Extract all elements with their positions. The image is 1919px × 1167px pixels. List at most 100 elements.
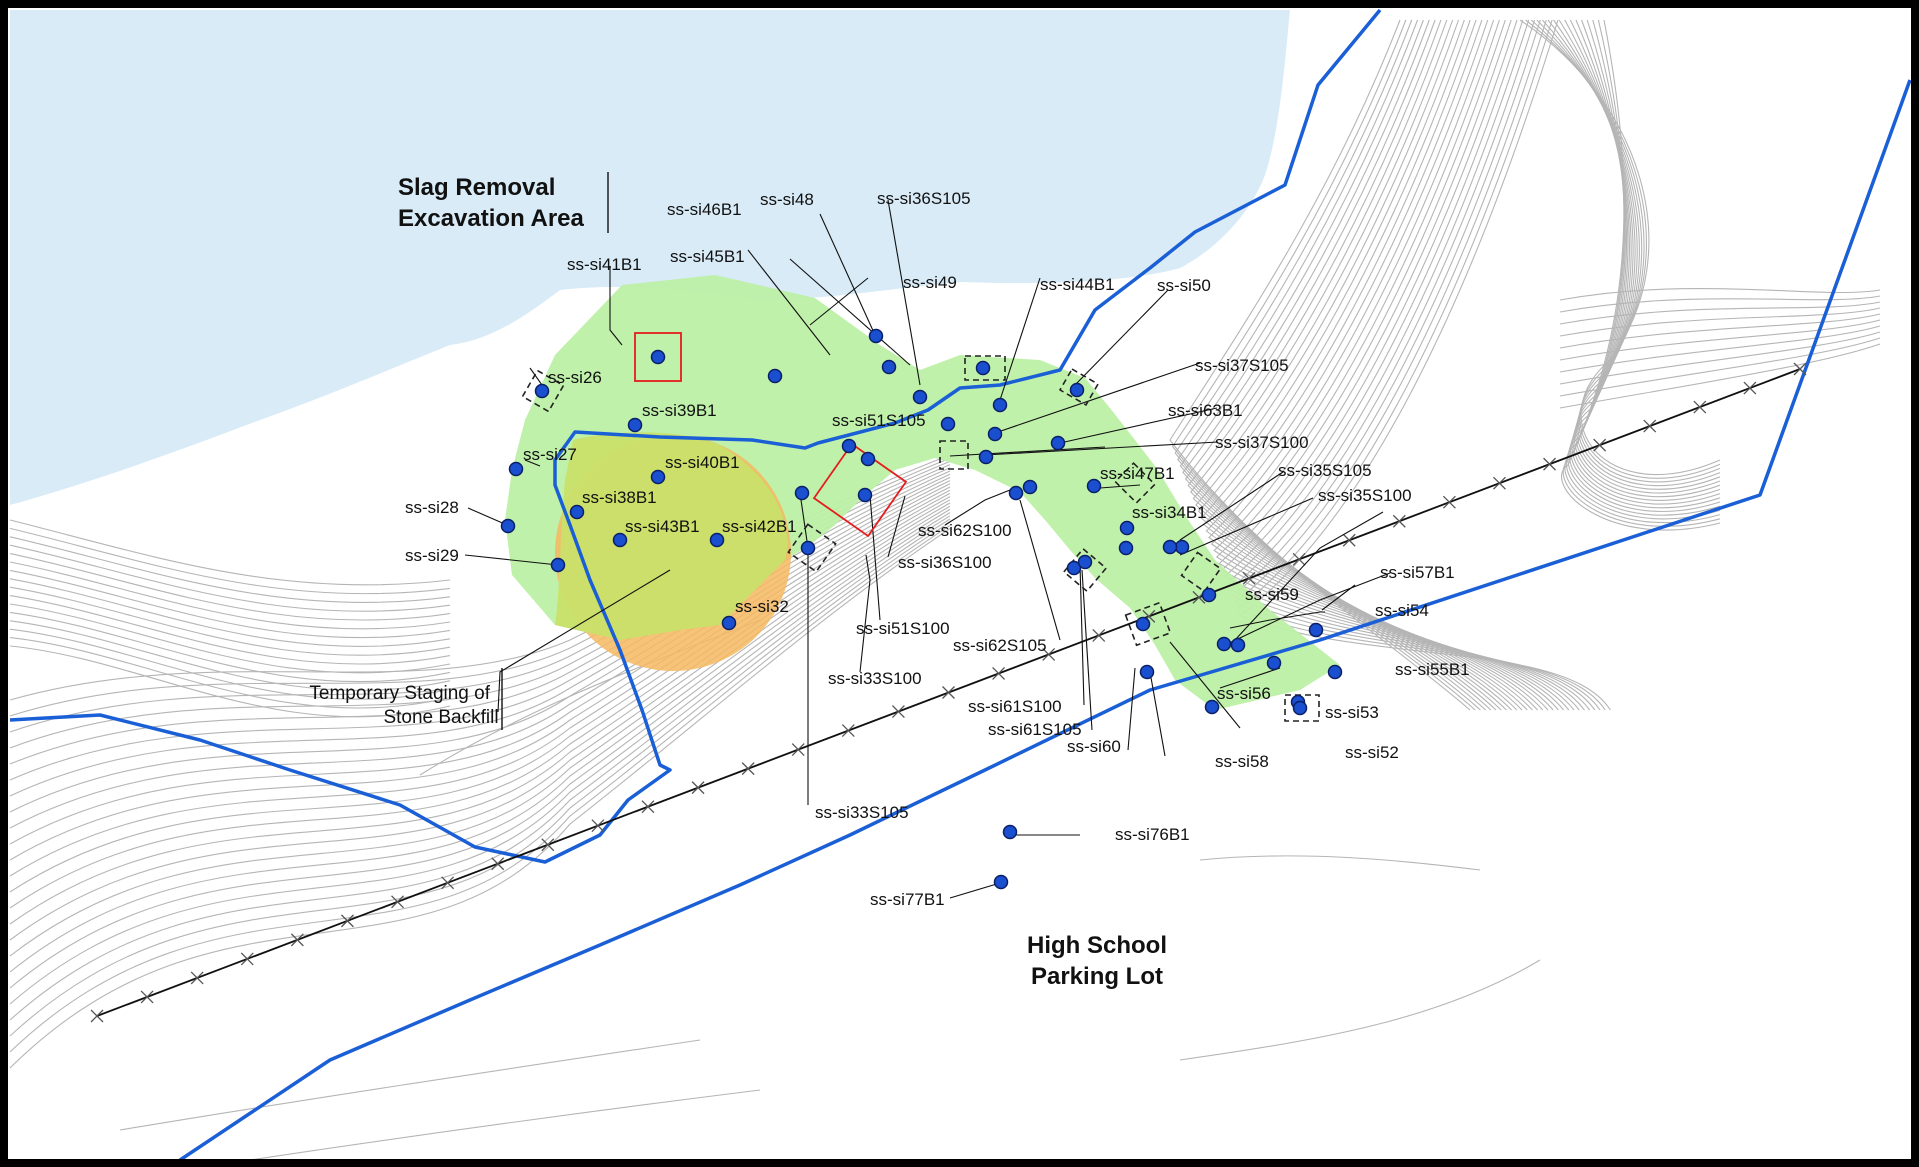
contour-line bbox=[9, 499, 951, 925]
sample-point-marker bbox=[508, 461, 524, 477]
label-ss-si77B1: ss-si77B1 bbox=[870, 890, 945, 909]
contour-line bbox=[1190, 19, 1512, 711]
contour-line bbox=[1559, 325, 1881, 373]
sample-labels: ss-si41B1 ss-si45B1 ss-si46B1 ss-si48 ss… bbox=[405, 189, 1470, 909]
contour-line bbox=[1177, 19, 1486, 711]
property-boundary bbox=[9, 8, 1912, 1162]
label-ss-si39B1: ss-si39B1 bbox=[642, 401, 717, 420]
sample-point-marker bbox=[1118, 540, 1134, 556]
label-ss-si35S105: ss-si35S105 bbox=[1278, 461, 1372, 480]
contour-line bbox=[1179, 959, 1541, 1061]
rail-tick bbox=[942, 686, 955, 699]
parking-lot-title-line1: High School bbox=[1027, 932, 1167, 959]
staging-title-line1: Temporary Staging of bbox=[309, 683, 490, 704]
sample-point-marker bbox=[1135, 616, 1151, 632]
rail-tick bbox=[491, 857, 505, 871]
sample-point-marker bbox=[1216, 636, 1232, 652]
rail-tick bbox=[541, 838, 555, 852]
rail-tick bbox=[441, 876, 455, 890]
rail-tick bbox=[1292, 552, 1306, 566]
rail-tick bbox=[1593, 438, 1607, 452]
label-ss-si34B1: ss-si34B1 bbox=[1132, 503, 1207, 522]
contour-line bbox=[1171, 19, 1476, 711]
sample-point-marker bbox=[1308, 622, 1324, 638]
sample-point-marker bbox=[800, 540, 816, 556]
sample-points bbox=[500, 328, 1343, 890]
sample-point-marker bbox=[1069, 382, 1085, 398]
sample-point-marker bbox=[1201, 587, 1217, 603]
label-ss-si55B1: ss-si55B1 bbox=[1395, 660, 1470, 679]
sample-point-marker bbox=[1086, 478, 1102, 494]
parking-lot-title-line2: Parking Lot bbox=[1031, 963, 1163, 990]
contour-line bbox=[9, 489, 951, 877]
contour-line bbox=[9, 544, 451, 612]
label-ss-si37S105: ss-si37S105 bbox=[1195, 356, 1289, 375]
rail-tick bbox=[340, 914, 354, 928]
sample-point-marker bbox=[627, 417, 643, 433]
sample-point-marker bbox=[650, 349, 666, 365]
sample-point-marker bbox=[1119, 520, 1135, 536]
sample-point-marker bbox=[881, 359, 897, 375]
sample-point-marker bbox=[860, 451, 876, 467]
contour-line bbox=[1559, 319, 1881, 361]
rail-tick bbox=[1643, 419, 1657, 433]
rail-tick bbox=[841, 724, 855, 738]
contour-line bbox=[1519, 19, 1721, 476]
label-ss-si59: ss-si59 bbox=[1245, 585, 1299, 604]
area-titles: Slag Removal Excavation Area Temporary S… bbox=[309, 174, 1167, 990]
sample-point-marker bbox=[857, 487, 873, 503]
contour-line bbox=[1561, 19, 1721, 531]
callout-bars bbox=[501, 172, 609, 730]
label-ss-si51S100: ss-si51S100 bbox=[856, 619, 950, 638]
label-ss-si51S105: ss-si51S105 bbox=[832, 411, 926, 430]
contour-line bbox=[1239, 19, 1611, 711]
contour-line bbox=[1559, 295, 1881, 313]
contour-line bbox=[9, 553, 451, 621]
rail-tick bbox=[891, 705, 905, 718]
label-ss-si32: ss-si32 bbox=[735, 597, 789, 616]
contour-line bbox=[1568, 19, 1721, 513]
sample-point-marker bbox=[987, 426, 1003, 442]
label-ss-si36S105: ss-si36S105 bbox=[877, 189, 971, 208]
contour-line bbox=[9, 519, 451, 586]
contour-line bbox=[1536, 19, 1721, 487]
rail-tick bbox=[1693, 400, 1707, 414]
rail-tick bbox=[240, 952, 254, 966]
label-ss-si61S100: ss-si61S100 bbox=[968, 697, 1062, 716]
contour-line bbox=[1174, 19, 1481, 711]
label-ss-si61S105: ss-si61S105 bbox=[988, 720, 1082, 739]
slag-removal-title-line2: Excavation Area bbox=[398, 205, 585, 232]
sample-point-marker bbox=[1230, 637, 1246, 653]
sample-point-marker bbox=[1022, 479, 1038, 495]
contour-line bbox=[9, 536, 451, 604]
sample-point-marker bbox=[1204, 699, 1220, 715]
contour-line bbox=[1187, 19, 1507, 711]
contour-line bbox=[1567, 19, 1721, 516]
sample-point-marker bbox=[709, 532, 725, 548]
sample-point-marker bbox=[993, 874, 1009, 890]
rail-tick bbox=[1543, 457, 1557, 471]
contour-line bbox=[9, 527, 451, 595]
label-ss-si33S105: ss-si33S105 bbox=[815, 803, 909, 822]
contour-line bbox=[9, 586, 451, 656]
slag-removal-title-line1: Slag Removal bbox=[398, 174, 555, 201]
label-ss-si62S100: ss-si62S100 bbox=[918, 521, 1012, 540]
contour-line bbox=[9, 561, 451, 630]
rail-tick bbox=[1392, 514, 1406, 528]
rail-tick bbox=[591, 819, 605, 833]
rail-tick bbox=[1242, 571, 1256, 585]
staging-overlap bbox=[555, 432, 788, 640]
label-ss-si56: ss-si56 bbox=[1217, 684, 1271, 703]
contour-line bbox=[9, 508, 951, 973]
sample-point-marker bbox=[767, 368, 783, 384]
label-ss-si44B1: ss-si44B1 bbox=[1040, 275, 1115, 294]
label-ss-si42B1: ss-si42B1 bbox=[722, 517, 797, 536]
label-ss-si26: ss-si26 bbox=[548, 368, 602, 387]
label-ss-si41B1: ss-si41B1 bbox=[567, 255, 642, 274]
railroad-track bbox=[90, 362, 1807, 1023]
contour-line bbox=[1559, 313, 1881, 349]
sample-point-marker bbox=[1162, 539, 1178, 555]
label-ss-si54: ss-si54 bbox=[1375, 601, 1429, 620]
label-ss-si45B1: ss-si45B1 bbox=[670, 247, 745, 266]
